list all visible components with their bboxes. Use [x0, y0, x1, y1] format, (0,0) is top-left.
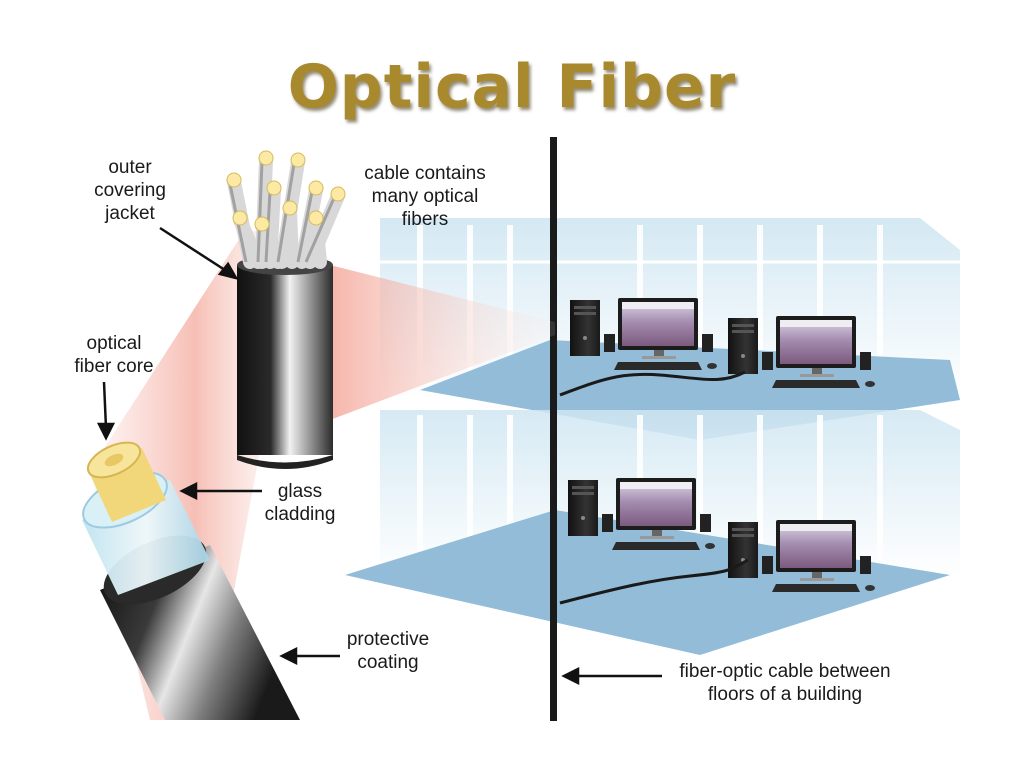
light-beam-right	[330, 265, 555, 420]
arrow-fiber-core	[96, 381, 116, 441]
label-glass-cladding: glass cladding	[264, 481, 336, 525]
arrow-outer-jacket	[159, 226, 239, 280]
fiber-bundle	[226, 150, 346, 469]
page-title: Optical Fiber	[287, 52, 737, 122]
lower-floor-workstations	[559, 478, 875, 605]
single-fiber	[82, 441, 300, 720]
label-optical-fiber-core: optical fiber core	[74, 333, 154, 377]
upper-floor-workstations	[559, 298, 875, 397]
arrow-protective-coating	[279, 646, 340, 666]
label-protective-coating: protective coating	[346, 629, 430, 673]
label-fiber-optic-cable-between-floors: fiber-optic cable between floors of a bu…	[679, 661, 891, 705]
label-outer-covering-jacket: outer covering jacket	[94, 157, 166, 224]
label-many-optical-fibers: cable contains many optical fibers	[364, 163, 486, 230]
arrow-glass-cladding	[179, 481, 262, 501]
arrow-building-cable	[561, 666, 662, 686]
building-fiber-cable	[550, 137, 557, 721]
